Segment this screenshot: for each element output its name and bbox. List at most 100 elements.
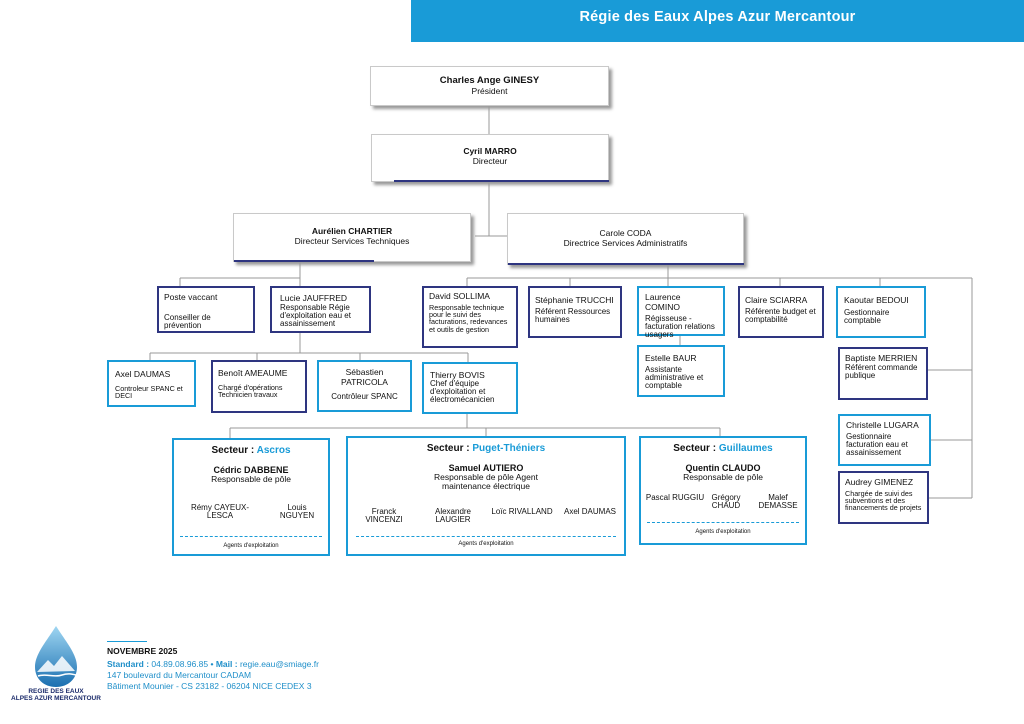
director-underline <box>394 180 609 182</box>
director-name: Cyril MARRO <box>463 146 517 156</box>
daumas-name: Axel DAUMAS <box>115 369 171 379</box>
mail-address[interactable]: regie.eau@smiage.fr <box>239 659 319 669</box>
patricola-box: Sébastien PATRICOLA Contrôleur SPANC <box>317 360 412 412</box>
patricola-name: Sébastien PATRICOLA <box>341 367 388 387</box>
footer-rule <box>107 641 147 642</box>
lugara-box: Christelle LUGARA Gestionnaire facturati… <box>838 414 931 466</box>
technical-director-underline <box>234 260 374 262</box>
ameaume-name: Benoît AMEAUME <box>218 368 288 378</box>
merrien-name: Baptiste MERRIEN <box>845 353 918 363</box>
trucchi-name: Stéphanie TRUCCHI <box>535 295 614 305</box>
agent-name: Grégory CHAUD <box>711 493 741 510</box>
mail-label: • Mail : <box>208 659 240 669</box>
director-box: Cyril MARRO Directeur <box>371 134 609 182</box>
sector-lead-role: Responsable de pôle <box>683 472 763 482</box>
sector-title: Secteur : Ascros <box>211 445 291 456</box>
agent-name: Franck VINCENZI <box>365 507 403 524</box>
sollima-box: David SOLLIMA Responsable technique pour… <box>422 286 518 348</box>
lugara-name: Christelle LUGARA <box>846 420 919 430</box>
sciarra-name: Claire SCIARRA <box>745 295 808 305</box>
vacant-title: Conseiller de prévention <box>164 313 211 330</box>
ameaume-title: Chargé d'opérations Technicien travaux <box>218 383 283 400</box>
agent-name: Pascal RUGGIU <box>645 493 705 502</box>
vacant-name: Poste vaccant <box>164 292 218 302</box>
sector-footer: Agents d'exploitation <box>223 543 279 549</box>
footer-info: NOVEMBRE 2025 Standard : 04.89.08.96.85 … <box>107 641 319 691</box>
patricola-title: Contrôleur SPANC <box>331 392 398 401</box>
gimenez-title: Chargée de suivi des subventions et des … <box>845 489 922 513</box>
sector-lead: Samuel AUTIERO <box>448 463 524 473</box>
agent-name: Louis NGUYEN <box>279 503 315 520</box>
sector-title: Secteur : Puget-Théniers <box>426 443 546 454</box>
admin-director-box: Carole CODA Directrice Services Administ… <box>507 213 744 265</box>
daumas-box: Axel DAUMAS Controleur SPANC et DECI <box>107 360 196 407</box>
sector-divider <box>356 536 616 537</box>
bovis-box: Thierry BOVIS Chef d'équipe d'exploitati… <box>422 362 518 414</box>
baur-name: Estelle BAUR <box>645 353 697 363</box>
agent-name: Malef DEMASSE <box>758 493 798 510</box>
technical-director-name: Aurélien CHARTIER <box>311 226 393 236</box>
logo-line-1: REGIE DES EAUX <box>28 688 84 695</box>
vacant-box: Poste vaccant Conseiller de prévention <box>157 286 255 333</box>
gimenez-box: Audrey GIMENEZ Chargée de suivi des subv… <box>838 471 929 524</box>
sector-divider <box>647 522 799 523</box>
sector-box-ascros: Secteur : Ascros Cédric DABBENE Responsa… <box>172 438 330 556</box>
sector-box-guillaumes: Secteur : Guillaumes Quentin CLAUDO Resp… <box>639 436 807 545</box>
bovis-name: Thierry BOVIS <box>430 370 485 380</box>
sector-divider <box>180 536 322 537</box>
technical-director-title: Directeur Services Techniques <box>294 236 410 246</box>
merrien-box: Baptiste MERRIEN Référent commande publi… <box>838 347 928 400</box>
jauffred-title: Responsable Régie d'exploitation eau et … <box>280 303 351 328</box>
footer-address-2: Bâtiment Mounier - CS 23182 - 06204 NICE… <box>107 681 312 691</box>
admin-director-title: Directrice Services Administratifs <box>563 238 688 248</box>
logo: REGIE DES EAUX ALPES AZUR MERCANTOUR <box>10 624 102 716</box>
agent-name: Rémy CAYEUX-LESCA <box>190 503 250 520</box>
sector-name: Guillaumes <box>718 443 773 454</box>
ameaume-box: Benoît AMEAUME Chargé d'opérations Techn… <box>211 360 307 413</box>
merrien-title: Référent commande publique <box>845 363 918 380</box>
sciarra-box: Claire SCIARRA Référente budget et compt… <box>738 286 824 338</box>
agent-name: Axel DAUMAS <box>563 507 616 516</box>
daumas-title: Controleur SPANC et DECI <box>115 384 183 401</box>
sector-footer: Agents d'exploitation <box>458 541 514 547</box>
comino-title: Régisseuse - facturation relations usage… <box>645 314 715 339</box>
agent-name: Loïc RIVALLAND <box>491 507 553 516</box>
comino-box: Laurence COMINO Régisseuse - facturation… <box>637 286 725 339</box>
sciarra-title: Référente budget et comptabilité <box>745 307 816 324</box>
agent-name: Alexandre LAUGIER <box>434 507 472 524</box>
baur-box: Estelle BAUR Assistante administrative e… <box>637 345 725 397</box>
phone-label: Standard : <box>107 659 152 669</box>
jauffred-name: Lucie JAUFFRED <box>280 293 348 303</box>
jauffred-box: Lucie JAUFFRED Responsable Régie d'explo… <box>270 286 371 333</box>
header-banner: Régie des Eaux Alpes Azur Mercantour <box>411 0 1024 42</box>
trucchi-box: Stéphanie TRUCCHI Référent Ressources hu… <box>528 286 622 338</box>
footer-date: NOVEMBRE 2025 <box>107 646 178 656</box>
president-title: Président <box>471 86 508 96</box>
sector-box-puget-theniers: Secteur : Puget-Théniers Samuel AUTIERO … <box>346 436 626 556</box>
sector-lead: Quentin CLAUDO <box>685 463 761 473</box>
sollima-title: Responsable technique pour le suivi des … <box>429 303 508 334</box>
comino-name: Laurence COMINO <box>645 292 681 312</box>
president-name: Charles Ange GINESY <box>439 75 540 86</box>
bovis-title: Chef d'équipe d'exploitation et électrom… <box>430 379 495 404</box>
director-title: Directeur <box>472 156 508 166</box>
sector-title: Secteur : Guillaumes <box>673 443 773 454</box>
sector-name: Puget-Théniers <box>472 443 546 454</box>
gimenez-name: Audrey GIMENEZ <box>845 477 914 487</box>
bedoui-box: Kaoutar BEDOUI Gestionnaire comptable <box>836 286 926 338</box>
phone-number[interactable]: 04.89.08.96.85 <box>151 659 209 669</box>
water-drop-logo-icon <box>35 626 77 687</box>
sector-footer: Agents d'exploitation <box>695 529 751 535</box>
footer-address-1: 147 boulevard du Mercantour CADAM <box>107 670 252 680</box>
sector-lead-role: Responsable de pôle <box>211 474 291 484</box>
technical-director-box: Aurélien CHARTIER Directeur Services Tec… <box>233 213 471 262</box>
admin-director-underline <box>508 263 744 265</box>
logo-line-2: ALPES AZUR MERCANTOUR <box>11 695 101 703</box>
sector-lead: Cédric DABBENE <box>213 465 289 475</box>
page-title: Régie des Eaux Alpes Azur Mercantour <box>579 9 856 25</box>
bedoui-title: Gestionnaire comptable <box>844 308 890 325</box>
footer-contact: Standard : 04.89.08.96.85 • Mail : regie… <box>107 659 319 669</box>
baur-title: Assistante administrative et comptable <box>645 365 704 390</box>
president-box: Charles Ange GINESY Président <box>370 66 609 106</box>
